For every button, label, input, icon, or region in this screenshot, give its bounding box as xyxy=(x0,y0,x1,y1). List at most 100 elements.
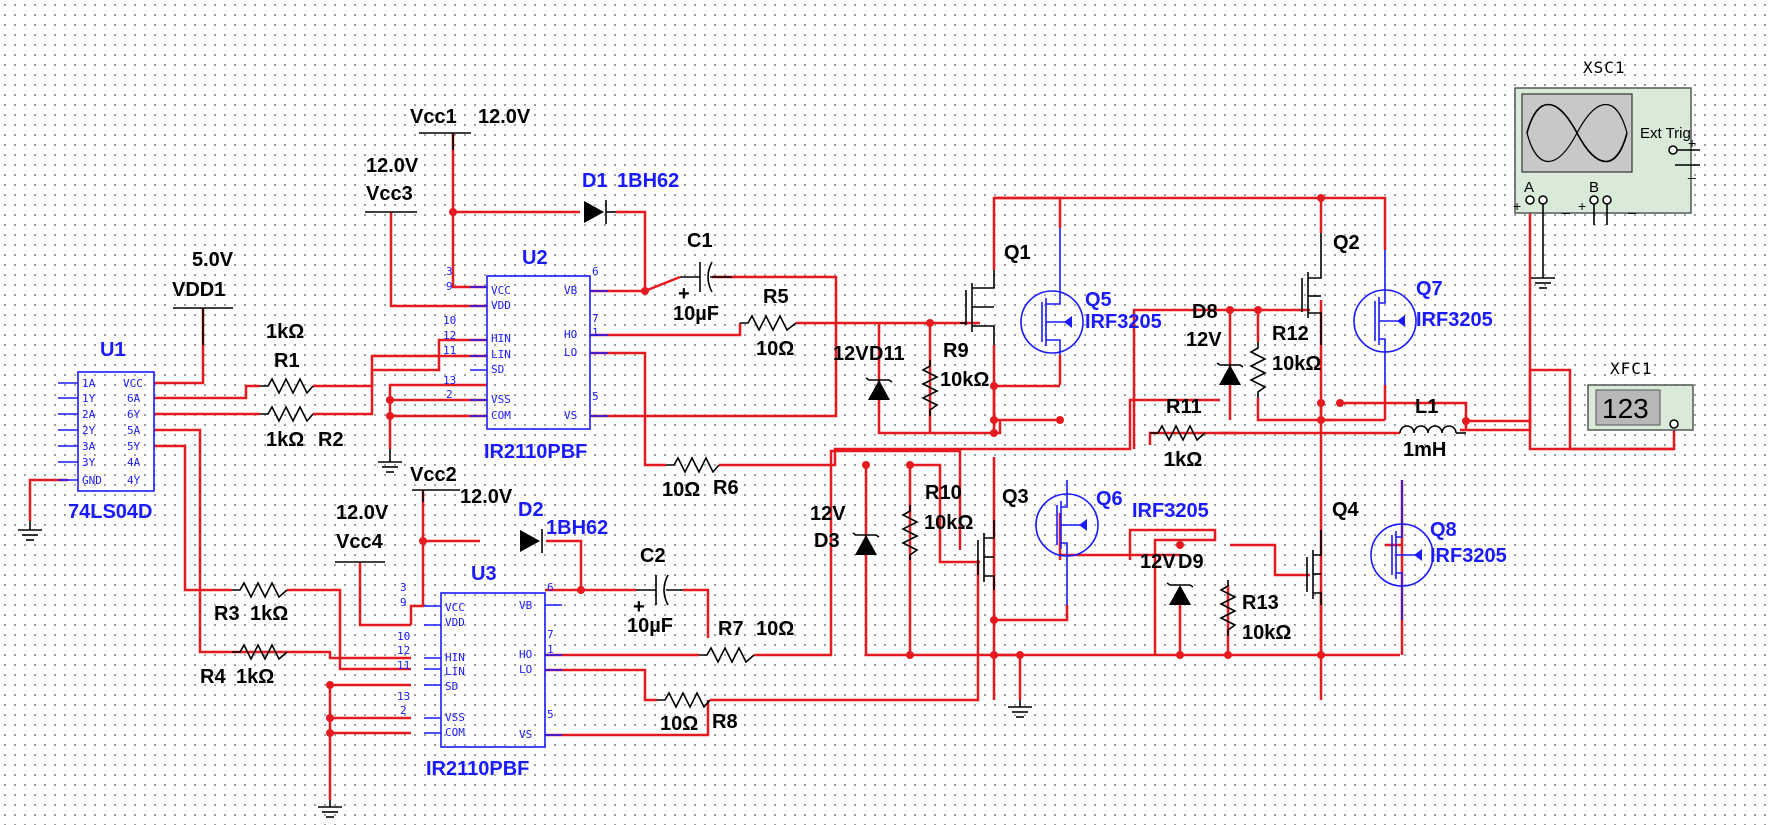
r13-ref: R13 xyxy=(1242,592,1279,614)
vcc4-value: 12.0V xyxy=(336,502,389,524)
r9-ref: R9 xyxy=(943,340,969,362)
resistor-r1[interactable]: 1kΩ R1 xyxy=(260,321,314,395)
resistor-r10[interactable]: R10 10kΩ xyxy=(901,482,973,560)
channel-a-ground-terminal[interactable] xyxy=(1538,195,1548,205)
vcc1-ref: Vcc1 xyxy=(410,106,457,128)
r4-value: 1kΩ xyxy=(236,666,274,688)
l1-ref: L1 xyxy=(1415,396,1438,418)
u3-pin: VB xyxy=(519,599,533,612)
ground-icon xyxy=(378,449,402,473)
oscilloscope-xsc1[interactable]: XSC1 Ext Trig + _ A B + _ + _ xyxy=(1513,58,1700,262)
ground-icon xyxy=(1531,262,1555,289)
channel-b-ground-terminal[interactable] xyxy=(1602,195,1612,205)
mosfet-q6[interactable]: Q6 IRF3205 xyxy=(1035,480,1209,605)
c1-polarity: + xyxy=(678,283,690,305)
u3-pin-number: 9 xyxy=(400,596,407,609)
q7-ref: Q7 xyxy=(1416,278,1443,300)
zener-d9[interactable]: 12V D9 xyxy=(1140,551,1204,605)
source-vcc1[interactable]: Vcc1 12.0V xyxy=(410,106,531,150)
source-vcc2[interactable]: Vcc2 12.0V xyxy=(410,464,513,508)
resistor-r4[interactable]: R4 1kΩ xyxy=(200,643,288,688)
mosfet-q7[interactable]: Q7 IRF3205 xyxy=(1353,250,1493,385)
u1-part: 74LS04D xyxy=(68,501,153,523)
r9-value: 10kΩ xyxy=(940,369,989,391)
ic-u3[interactable]: VCC VDD HIN LIN SD VSS COM VB HO LO VS 3… xyxy=(397,563,562,780)
ic-u1[interactable]: 1A 1Y 2A 2Y 3A 3Y GND VCC 6A 6Y 5A 5Y 4A… xyxy=(58,339,155,523)
counter-display xyxy=(1595,389,1661,426)
c2-value: 10µF xyxy=(627,615,673,637)
ground-icon xyxy=(318,800,342,818)
u3-pin: VS xyxy=(519,728,532,741)
resistor-r12[interactable]: R12 10kΩ xyxy=(1249,323,1321,398)
r12-ref: R12 xyxy=(1272,323,1309,345)
c2-ref: C2 xyxy=(640,545,666,567)
diode-d2[interactable]: D2 1BH62 xyxy=(518,499,608,553)
resistor-r8[interactable]: 10Ω R8 xyxy=(657,691,738,735)
resistor-r6[interactable]: 10Ω R6 xyxy=(662,456,739,501)
vcc4-ref: Vcc4 xyxy=(336,531,384,553)
mosfet-q2[interactable]: Q2 xyxy=(1301,232,1360,345)
q8-ref: Q8 xyxy=(1430,519,1457,541)
source-vcc3[interactable]: 12.0V Vcc3 xyxy=(365,155,419,213)
u3-ref: U3 xyxy=(471,563,497,585)
resistor-r9[interactable]: R9 10kΩ xyxy=(921,340,989,416)
u1-pin: VCC xyxy=(123,377,143,390)
channel-a-terminal[interactable] xyxy=(1525,195,1535,205)
q7-value: IRF3205 xyxy=(1416,309,1493,331)
mosfet-q3[interactable]: Q3 xyxy=(977,486,1029,590)
vdd1-ref: VDD1 xyxy=(172,279,225,301)
zener-d11[interactable]: 12V D11 xyxy=(833,343,905,400)
u3-pin: VSS xyxy=(445,711,465,724)
frequency-counter-xfc1[interactable]: 123 XFC1 xyxy=(1587,359,1694,431)
u3-pin: LIN xyxy=(445,665,465,678)
r8-ref: R8 xyxy=(712,711,738,733)
ext-trig-plus: + xyxy=(1688,135,1696,151)
vcc2-ref: Vcc2 xyxy=(410,464,457,486)
u3-pin-number: 10 xyxy=(397,630,410,643)
d2-value: 1BH62 xyxy=(546,517,608,539)
u2-pin-number: 3 xyxy=(446,265,453,278)
q3-ref: Q3 xyxy=(1002,486,1029,508)
resistor-r2[interactable]: 1kΩ R2 xyxy=(260,405,344,451)
u1-pin: 5Y xyxy=(127,440,141,453)
u3-pin-number: 1 xyxy=(547,643,554,656)
source-vcc4[interactable]: 12.0V Vcc4 xyxy=(335,502,389,563)
u3-pin-number: 6 xyxy=(547,581,554,594)
r8-value: 10Ω xyxy=(660,713,698,735)
capacitor-c1[interactable]: + C1 10µF xyxy=(673,230,732,325)
vcc1-value: 12.0V xyxy=(478,106,531,128)
diode-d1[interactable]: D1 1BH62 xyxy=(582,170,679,224)
u3-pin: SD xyxy=(445,680,458,693)
mosfet-q4[interactable]: Q4 xyxy=(1306,499,1360,605)
vdd1-value: 5.0V xyxy=(192,249,234,271)
u3-pin-number: 2 xyxy=(400,704,407,717)
mosfet-q8[interactable]: Q8 IRF3205 xyxy=(1370,480,1507,620)
d1-ref: D1 xyxy=(582,170,608,192)
zener-d3[interactable]: 12V D3 xyxy=(810,503,880,555)
resistor-r7[interactable]: R7 10Ω xyxy=(699,618,794,664)
resistor-r5[interactable]: R5 10Ω xyxy=(740,286,797,360)
capacitor-c2[interactable]: + C2 10µF xyxy=(627,545,683,637)
u2-pin-number: 10 xyxy=(443,314,456,327)
u2-pin-number: 12 xyxy=(443,329,456,342)
resistor-r3[interactable]: R3 1kΩ xyxy=(214,581,288,625)
d1-value: 1BH62 xyxy=(617,170,679,192)
source-vdd1[interactable]: 5.0V VDD1 xyxy=(172,249,234,345)
u1-pin: 6Y xyxy=(127,408,141,421)
mosfet-q1[interactable]: Q1 xyxy=(960,242,1031,345)
u1-pin: 6A xyxy=(127,392,141,405)
zener-d8[interactable]: D8 12V xyxy=(1186,301,1244,385)
channel-b-terminal[interactable] xyxy=(1589,195,1599,205)
counter-input-terminal[interactable] xyxy=(1669,419,1679,429)
u3-pin-number: 12 xyxy=(397,644,410,657)
r10-value: 10kΩ xyxy=(924,512,973,534)
ext-trig-terminal[interactable] xyxy=(1668,145,1678,155)
d11-ref: D11 xyxy=(869,343,905,365)
mosfet-q5[interactable]: Q5 IRF3205 xyxy=(1020,228,1162,355)
d9-ref: D9 xyxy=(1178,551,1204,573)
resistor-r13[interactable]: R13 10kΩ xyxy=(1219,580,1291,644)
u2-pin-number: 13 xyxy=(443,374,456,387)
inductor-l1[interactable]: L1 1mH xyxy=(1399,396,1466,461)
ic-u2[interactable]: VCC VDD HIN LIN SD VSS COM VB HO LO VS 3… xyxy=(443,247,608,463)
resistor-r11[interactable]: R11 1kΩ xyxy=(1150,396,1206,471)
